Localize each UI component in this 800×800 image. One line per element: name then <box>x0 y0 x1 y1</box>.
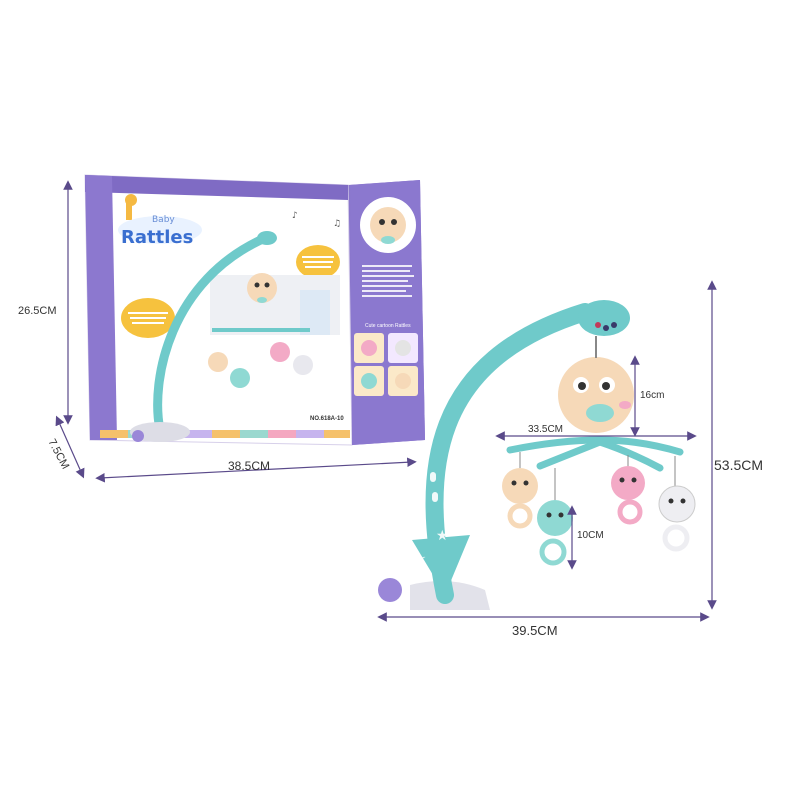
mobile-hanging-arms <box>506 436 684 472</box>
toy-drop-label: 16cm <box>640 390 664 401</box>
box-height-label: 26.5CM <box>18 305 57 317</box>
mobile-height-label: 53.5CM <box>714 457 763 473</box>
mobile-main-toy <box>558 357 634 433</box>
box-dimension-lines <box>55 180 417 483</box>
arm-span-label: 33.5CM <box>528 424 563 435</box>
mobile-rattle-tiger <box>502 452 538 529</box>
brand-small-text: Baby <box>152 215 175 225</box>
box-top-band <box>85 175 348 200</box>
mobile-width-label: 39.5CM <box>512 623 558 638</box>
assembled-mobile: ★ ☾ <box>378 300 696 610</box>
box-width-label: 38.5CM <box>228 459 270 473</box>
svg-text:♪: ♪ <box>292 211 298 221</box>
svg-text:♫: ♫ <box>333 219 341 229</box>
mobile-rattle-cat <box>658 456 696 552</box>
box-mobile-arm <box>153 233 270 435</box>
mobile-rattle-pig <box>611 455 645 525</box>
mobile-top-cap <box>578 300 630 336</box>
mobile-clamp-knob <box>378 578 402 602</box>
brand-logo <box>118 194 202 244</box>
box-side-title: Cute cartoon Rattles <box>365 323 411 329</box>
rattle-drop-label: 10CM <box>577 530 604 541</box>
brand-main-text: Rattles <box>121 227 193 248</box>
mobile-rattle-bear <box>537 468 573 566</box>
box-rattle-thumbnails <box>354 333 418 396</box>
box-model-number: NO.618A-10 <box>310 416 344 422</box>
svg-text:★: ★ <box>436 528 449 544</box>
mobile-dimension-lines <box>377 280 717 622</box>
product-box: Cute cartoon Rattles <box>84 174 425 446</box>
svg-text:☾: ☾ <box>418 555 431 571</box>
